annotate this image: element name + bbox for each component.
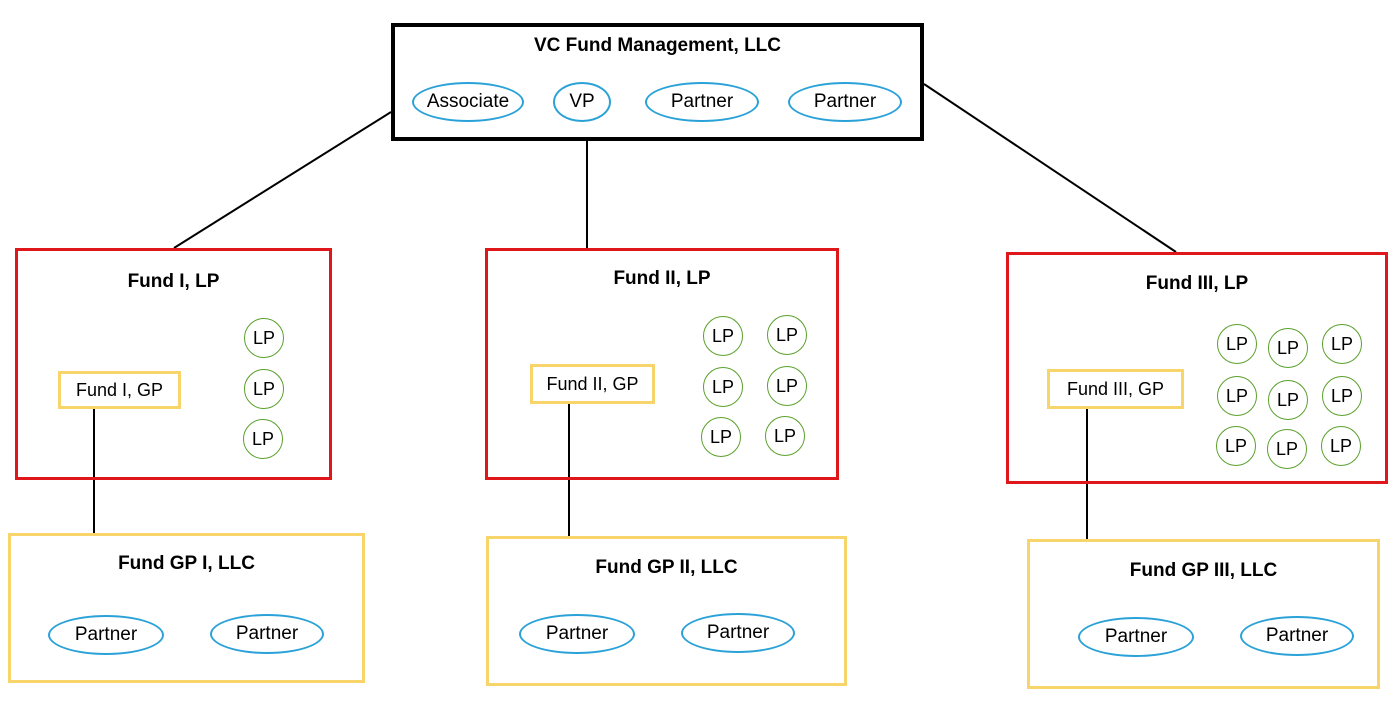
fund-gp-box: Fund II, GP: [530, 364, 655, 404]
gp-llc-box-3: Fund GP III, LLC Partner Partner: [1027, 539, 1380, 689]
fund-gp-box: Fund III, GP: [1047, 369, 1184, 409]
lp-circle: LP: [243, 419, 283, 459]
gp-llc-box-1: Fund GP I, LLC Partner Partner: [8, 533, 365, 683]
lp-circle: LP: [1322, 376, 1362, 416]
gp-partner: Partner: [1240, 616, 1354, 656]
connector-mgmt-fund3: [923, 83, 1177, 253]
lp-circle: LP: [1217, 376, 1257, 416]
lp-circle: LP: [1321, 426, 1361, 466]
management-title: VC Fund Management, LLC: [534, 35, 781, 56]
gp-partner: Partner: [1078, 617, 1194, 657]
lp-circle: LP: [1268, 328, 1308, 368]
gp-partner: Partner: [210, 614, 324, 654]
role-vp: VP: [553, 82, 611, 122]
lp-circle: LP: [1217, 324, 1257, 364]
management-box: VC Fund Management, LLC Associate VP Par…: [391, 23, 924, 141]
fund-title: Fund II, LP: [613, 268, 711, 289]
lp-circle: LP: [244, 369, 284, 409]
lp-circle: LP: [767, 366, 807, 406]
gp-llc-title: Fund GP I, LLC: [118, 553, 255, 574]
lp-circle: LP: [767, 315, 807, 355]
fund-gp-box: Fund I, GP: [58, 371, 181, 409]
gp-llc-title: Fund GP III, LLC: [1129, 560, 1278, 581]
lp-circle: LP: [1268, 380, 1308, 420]
lp-circle: LP: [1322, 324, 1362, 364]
fund-box-3: Fund III, LP: [1006, 252, 1388, 484]
connector-mgmt-fund1: [173, 111, 392, 249]
lp-circle: LP: [244, 318, 284, 358]
role-associate: Associate: [412, 82, 524, 122]
role-partner: Partner: [645, 82, 759, 122]
lp-circle: LP: [701, 417, 741, 457]
lp-circle: LP: [765, 416, 805, 456]
lp-circle: LP: [1216, 426, 1256, 466]
gp-partner: Partner: [519, 614, 635, 654]
gp-llc-box-2: Fund GP II, LLC Partner Partner: [486, 536, 847, 686]
gp-llc-title: Fund GP II, LLC: [595, 557, 738, 578]
fund-title: Fund III, LP: [1145, 273, 1249, 294]
role-partner: Partner: [788, 82, 902, 122]
fund-box-1: Fund I, LP: [15, 248, 332, 480]
gp-partner: Partner: [681, 613, 795, 653]
fund-box-2: Fund II, LP: [485, 248, 839, 480]
lp-circle: LP: [703, 367, 743, 407]
gp-partner: Partner: [48, 615, 164, 655]
fund-title: Fund I, LP: [127, 271, 220, 292]
lp-circle: LP: [703, 316, 743, 356]
lp-circle: LP: [1267, 429, 1307, 469]
